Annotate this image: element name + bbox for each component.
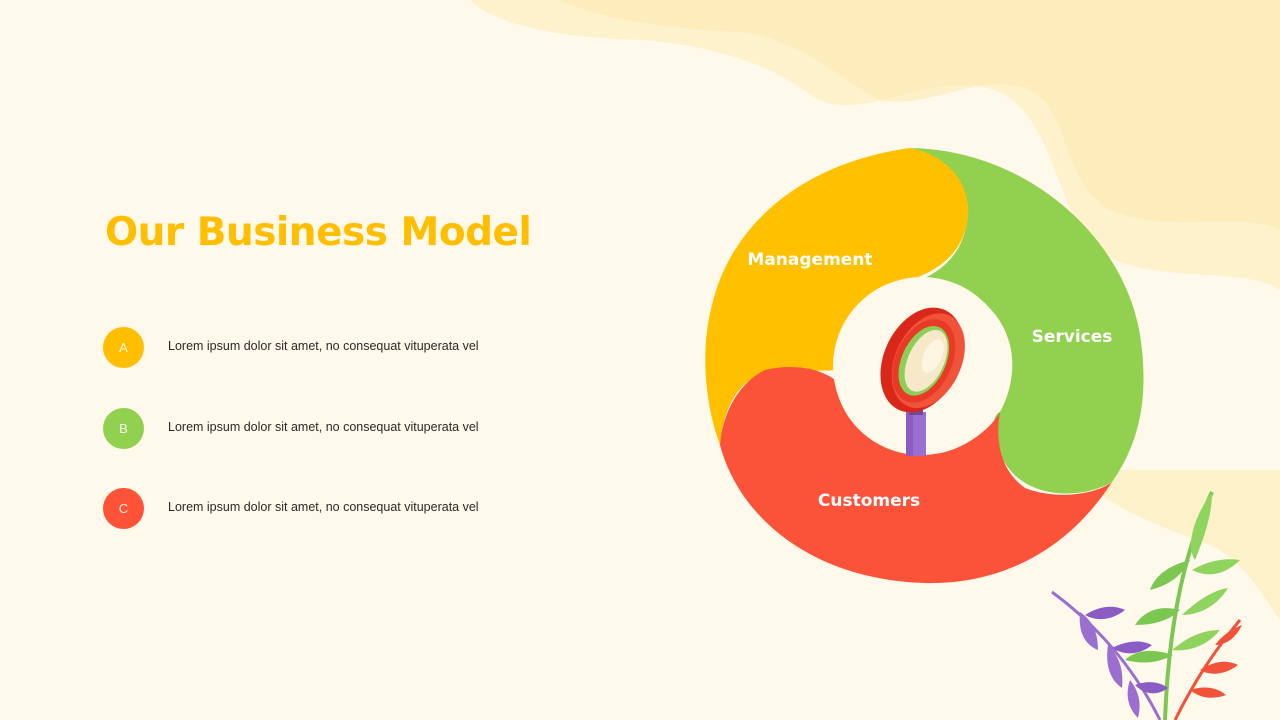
segment-label-customers: Customers — [818, 491, 920, 511]
badge-a: A — [103, 327, 144, 368]
segment-services — [910, 148, 1144, 494]
list-item-text: Lorem ipsum dolor sit amet, no consequat… — [168, 419, 479, 434]
list-item-text: Lorem ipsum dolor sit amet, no consequat… — [168, 500, 479, 514]
background-blob-top-inner — [560, 0, 1280, 230]
list-item-text: Lorem ipsum dolor sit amet, no consequat… — [168, 339, 479, 353]
badge-b: B — [103, 407, 144, 449]
segment-customers — [720, 367, 1112, 584]
page-title: Our Business Model — [105, 210, 532, 255]
segment-label-services: Services — [1032, 327, 1113, 347]
background-blob-right — [1070, 470, 1280, 620]
badge-c: C — [103, 488, 144, 529]
segment-label-management: Management — [747, 250, 872, 270]
magnifying-glass-icon — [880, 307, 965, 456]
